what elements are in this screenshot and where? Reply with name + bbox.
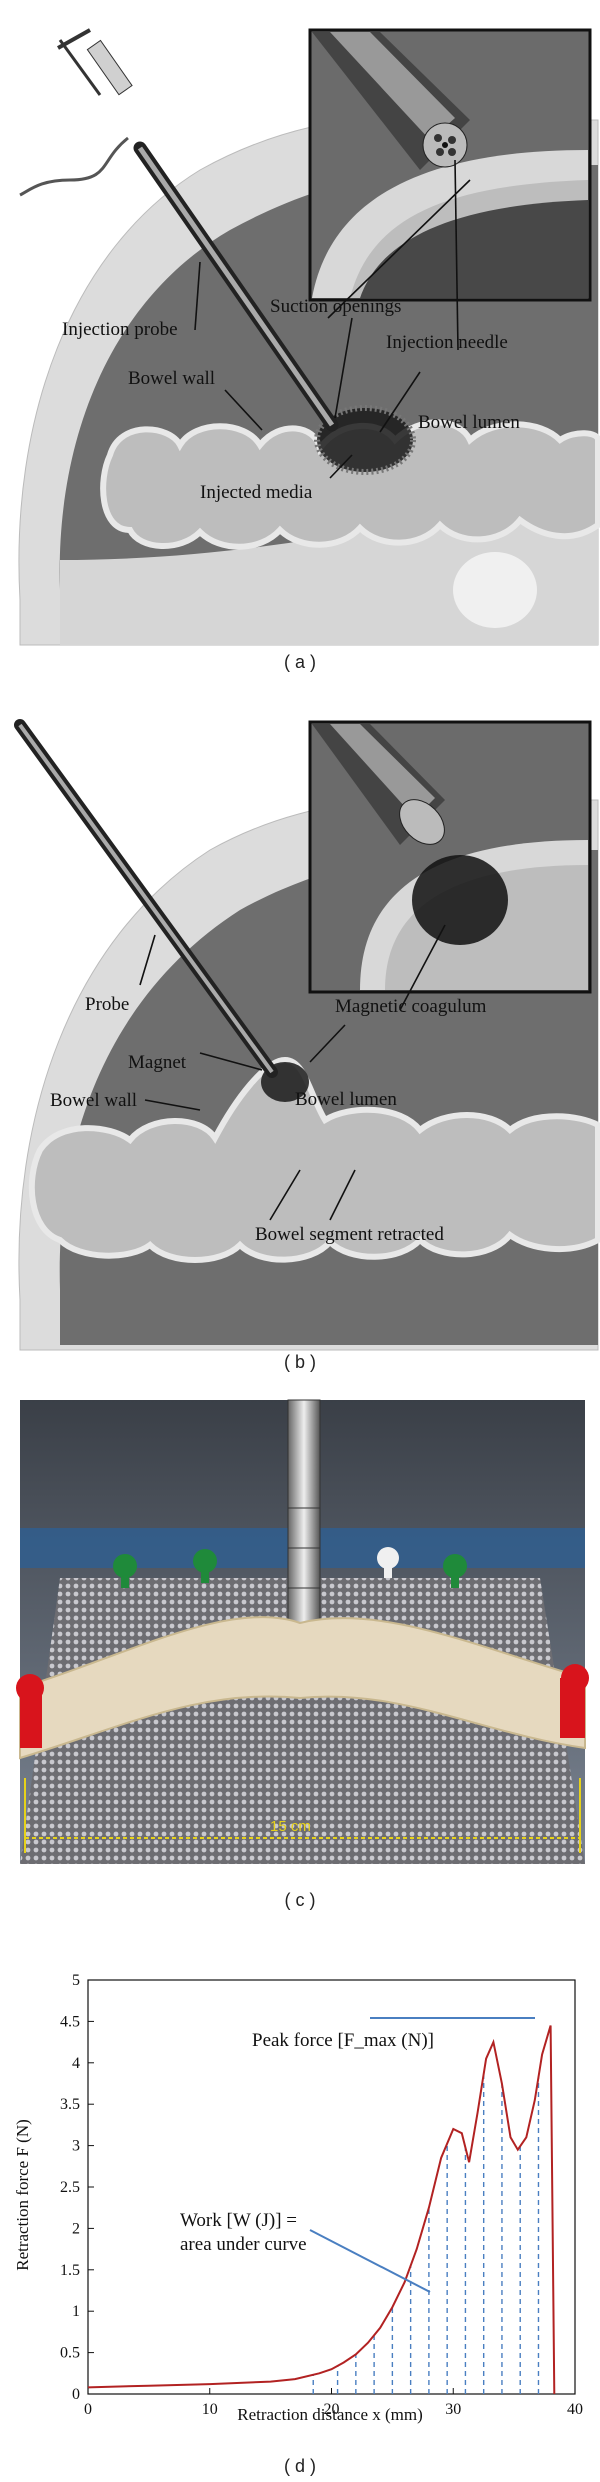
- red-pins: [16, 1664, 589, 1748]
- label-injection-probe: Injection probe: [62, 319, 178, 340]
- y-tick-label: 4: [72, 2055, 80, 2072]
- label-magnet: Magnet: [128, 1052, 187, 1073]
- panel-b-diagram: Probe Magnetic coagulum Magnet Bowel wal…: [0, 700, 600, 1360]
- x-axis-label: Retraction distance x (mm): [237, 2405, 423, 2424]
- label-bowel-lumen: Bowel lumen: [418, 412, 520, 433]
- y-tick-label: 3.5: [60, 2096, 80, 2113]
- work-annotation-line: [309, 2229, 431, 2293]
- y-axis-label: Retraction force F (N): [13, 2119, 32, 2271]
- scale-label: 15 cm: [270, 1818, 311, 1835]
- retracted-bowel: [28, 1056, 600, 1263]
- syringe-icon: [86, 39, 133, 96]
- panel-b-illustration: Probe Magnetic coagulum Magnet Bowel wal…: [14, 719, 600, 1351]
- annotation-peak-force: Peak force [F_max (N)]: [252, 2030, 434, 2051]
- label-bowel-lumen-b: Bowel lumen: [295, 1089, 397, 1110]
- panel-d-chart: 0 10 20 30 40 0 0.5 1 1.5 2 2.5 3 3.5 4 4.5 5 Peak forc…: [0, 1950, 600, 2430]
- y-tick-label: 0: [72, 2386, 80, 2403]
- x-tick-label: 0: [84, 2401, 92, 2418]
- tube-line: [19, 136, 129, 197]
- label-suction-openings: Suction openings: [270, 296, 401, 317]
- label-bowel-segment-retracted: Bowel segment retracted: [255, 1224, 444, 1245]
- y-tick-label: 3: [72, 2138, 80, 2155]
- y-tick-label: 2: [72, 2220, 80, 2237]
- annotation-work-1: Work [W (J)] =: [180, 2210, 297, 2231]
- label-injection-needle: Injection needle: [386, 332, 508, 353]
- label-magnetic-coagulum: Magnetic coagulum: [335, 996, 487, 1017]
- photo-illustration: 15 cm: [16, 1399, 589, 1864]
- caption-c: ( c ): [284, 1890, 316, 1910]
- magnet-rod: [287, 1399, 321, 1629]
- panel-a-illustration: Injection probe Suction openings Injecti…: [18, 28, 600, 646]
- panel-a-diagram: Injection probe Suction openings Injecti…: [0, 0, 600, 655]
- y-tick-label: 5: [72, 1972, 80, 1989]
- spine-shape: [453, 552, 537, 628]
- label-bowel-wall-b: Bowel wall: [50, 1090, 137, 1111]
- green-pins: [113, 1547, 467, 1588]
- bowel-tissue: [19, 1616, 586, 1760]
- caption-b: ( b ): [283, 1352, 316, 1372]
- x-tick-label: 10: [202, 2401, 218, 2418]
- y-tick-label: 1.5: [60, 2262, 80, 2279]
- y-tick-label: 2.5: [60, 2179, 80, 2196]
- bowel-loop: [100, 419, 600, 550]
- label-injected-media: Injected media: [200, 482, 313, 503]
- panel-c-photo: 15 cm: [0, 1398, 600, 1868]
- caption-d: ( d ): [283, 2456, 316, 2476]
- y-tick-label: 0.5: [60, 2345, 80, 2362]
- work-area-hatch: [312, 2074, 540, 2394]
- chart-ticks: 0 10 20 30 40 0 0.5 1 1.5 2 2.5 3 3.5 4 4.5 5: [60, 1972, 583, 2418]
- retraction-force-chart: 0 10 20 30 40 0 0.5 1 1.5 2 2.5 3 3.5 4 4.5 5 Peak forc…: [13, 1972, 583, 2424]
- x-tick-label: 30: [445, 2401, 461, 2418]
- x-tick-label: 20: [324, 2401, 340, 2418]
- x-tick-label: 40: [567, 2401, 583, 2418]
- force-curve: [87, 2025, 556, 2395]
- annotation-work-2: area under curve: [180, 2234, 307, 2255]
- y-tick-label: 1: [72, 2303, 80, 2320]
- label-bowel-wall: Bowel wall: [128, 368, 215, 389]
- label-probe: Probe: [85, 994, 129, 1015]
- y-tick-label: 4.5: [60, 2013, 80, 2030]
- injected-media-blob: [317, 408, 413, 472]
- caption-a: ( a ): [283, 652, 316, 672]
